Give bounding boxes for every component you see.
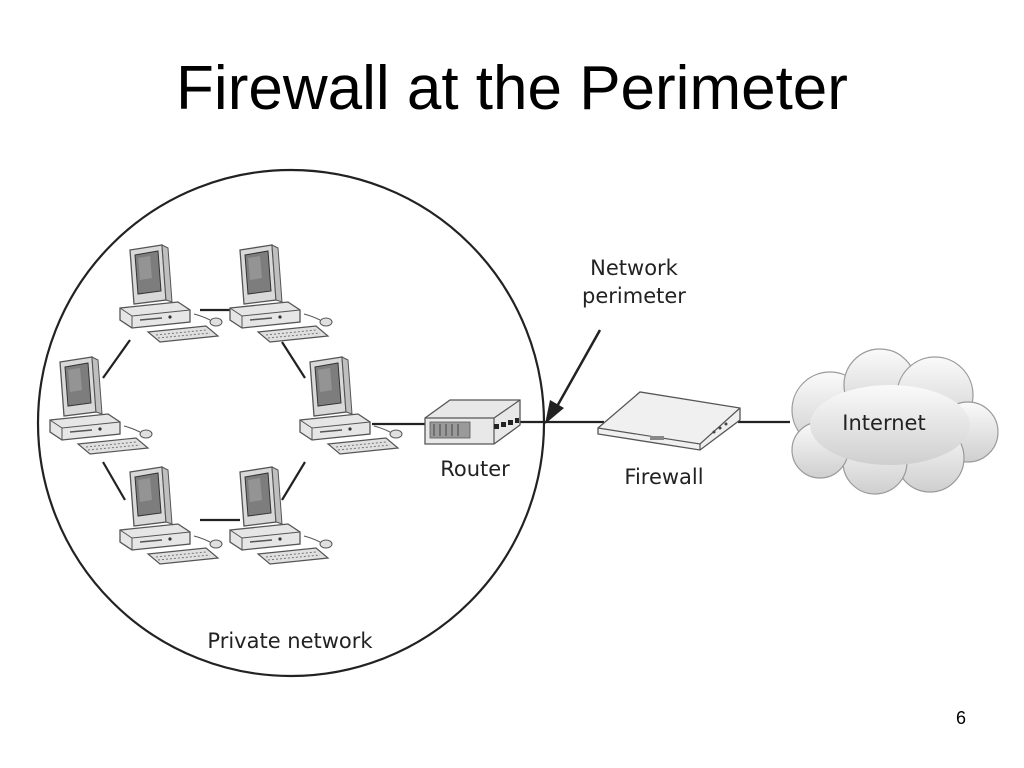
internet-label: Internet [842, 411, 925, 435]
computer-icon [49, 356, 153, 455]
computer-icon [119, 466, 223, 565]
cloud-icon [791, 348, 999, 495]
firewall-appliance-icon [597, 391, 741, 451]
computer-icon [119, 244, 223, 343]
computer-icon [229, 466, 333, 565]
slide-title: Firewall at the Perimeter [176, 54, 848, 123]
router-label: Router [440, 457, 510, 481]
network-perimeter-arrow [545, 329, 602, 424]
network-perimeter-label-line2: perimeter [582, 284, 686, 308]
router-icon [424, 399, 521, 445]
slide-number: 6 [955, 708, 966, 728]
network-perimeter-label-line1: Network [590, 256, 679, 280]
computer-icon [299, 356, 403, 455]
firewall-label: Firewall [624, 465, 703, 489]
computer-icon [229, 244, 333, 343]
private-network-label: Private network [207, 629, 373, 653]
